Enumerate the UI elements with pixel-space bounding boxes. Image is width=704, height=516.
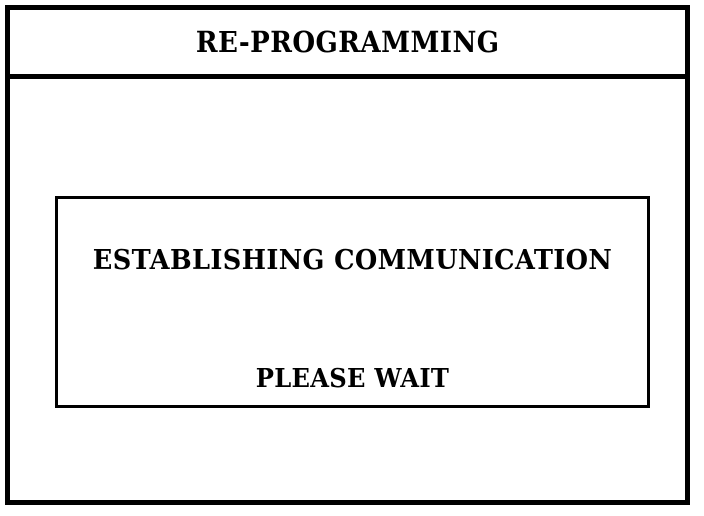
- dialog-frame: RE-PROGRAMMING ESTABLISHING COMMUNICATIO…: [5, 5, 690, 505]
- dialog-title: RE-PROGRAMMING: [195, 24, 500, 59]
- status-primary-message: ESTABLISHING COMMUNICATION: [92, 245, 613, 276]
- dialog-title-bar: RE-PROGRAMMING: [10, 10, 685, 79]
- status-secondary-message: PLEASE WAIT: [255, 364, 450, 394]
- status-message-panel: ESTABLISHING COMMUNICATION PLEASE WAIT: [55, 196, 650, 408]
- dialog-body: ESTABLISHING COMMUNICATION PLEASE WAIT: [10, 79, 685, 500]
